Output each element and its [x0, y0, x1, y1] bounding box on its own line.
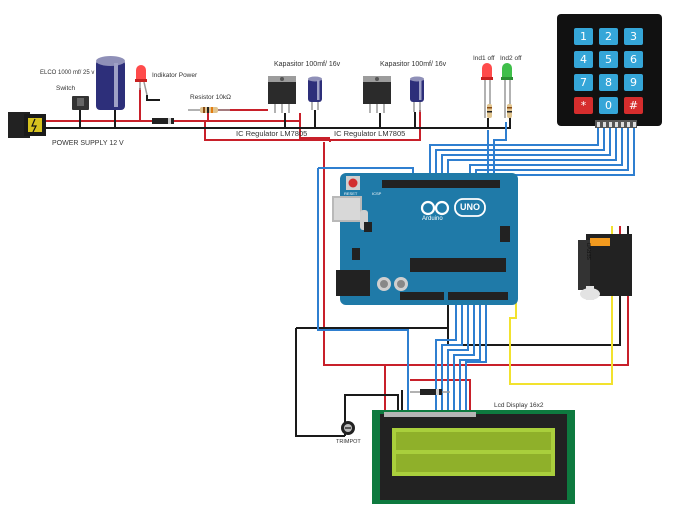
keypad-key-4[interactable]: 4 [574, 51, 593, 68]
arduino-model-label: UNO [460, 202, 480, 212]
power-supply-label: POWER SUPPLY 12 V [52, 140, 124, 147]
keypad-key-1[interactable]: 1 [574, 28, 593, 45]
black-wires [44, 95, 621, 437]
lcd-16x2 [372, 410, 575, 504]
keypad-key-2[interactable]: 2 [599, 28, 618, 45]
red-wires [44, 88, 629, 410]
capacitor-1-label: Kapasitor 100mf/ 16v [274, 61, 341, 68]
keypad-key-8[interactable]: 8 [599, 74, 618, 91]
capacitor-100uf-1 [308, 76, 322, 110]
led-ind2 [501, 63, 513, 118]
regulator-lm7805-2 [363, 76, 391, 113]
keypad-key-9[interactable]: 9 [624, 74, 643, 91]
elco-label: ELCO 1000 mf/ 25 v [40, 70, 95, 76]
resistor-label: Resistor 10kΩ [190, 94, 231, 101]
switch-label: Switch [56, 85, 76, 92]
keypad-key-0[interactable]: 0 [599, 97, 618, 114]
keypad-key-6[interactable]: 6 [624, 51, 643, 68]
indicator-label: Indikator Power [152, 72, 198, 79]
switch [72, 96, 89, 110]
led-ind1 [481, 63, 493, 118]
diode-lcd [410, 389, 450, 395]
resistor-10k [188, 107, 230, 113]
trimpot [341, 421, 355, 435]
servo-motor [578, 226, 632, 300]
keypad-key-star[interactable]: * [574, 97, 593, 114]
arduino-reset-label: RESET [344, 191, 358, 196]
lcd-label: Lcd Display 16x2 [494, 402, 544, 409]
capacitor-2-label: Kapasitor 100mf/ 16v [380, 61, 447, 68]
indicator-led [135, 65, 148, 96]
keypad-key-5[interactable]: 5 [599, 51, 618, 68]
power-jack [8, 112, 46, 138]
ind1-label: Ind1 off [473, 55, 495, 62]
arduino-uno-board [332, 173, 518, 305]
servo-brand-label: SERVO [587, 242, 593, 260]
arduino-icsp-label: ICSP [372, 191, 382, 196]
keypad-key-7[interactable]: 7 [574, 74, 593, 91]
regulator-lm7805-1 [268, 76, 296, 113]
trimpot-label: TRIMPOT [336, 439, 361, 445]
keypad-key-hash[interactable]: # [624, 97, 643, 114]
blue-wires [317, 122, 635, 410]
ind2-label: Ind2 off [500, 55, 522, 62]
elco-1000uf [96, 56, 125, 110]
regulator-1-label: IC Regulator LM7805 [236, 129, 308, 138]
regulator-2-label: IC Regulator LM7805 [334, 129, 406, 138]
keypad-key-3[interactable]: 3 [624, 28, 643, 45]
capacitor-100uf-2 [410, 76, 424, 112]
arduino-brand-label: Arduino [422, 216, 443, 222]
diode-power [152, 118, 174, 124]
